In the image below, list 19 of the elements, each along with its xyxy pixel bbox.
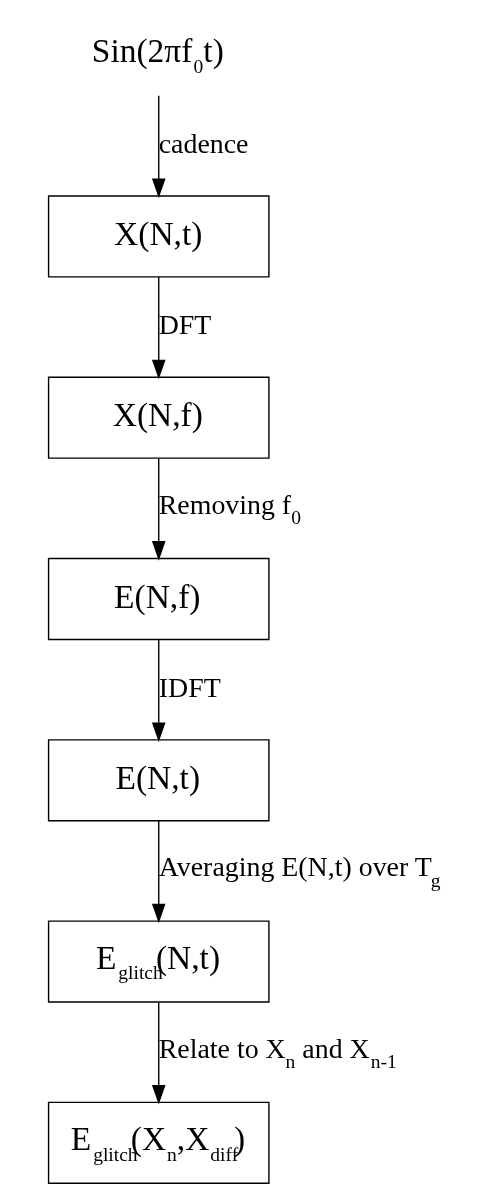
- arrow: [151, 457, 166, 561]
- arrow: [151, 1001, 166, 1105]
- node-box: X(N,f): [47, 376, 270, 459]
- node-box: E$_{glitch}$(N,t): [47, 920, 270, 1003]
- edge-label: Removing f$_{0}$: [158, 488, 301, 529]
- node-box: E(N,t): [47, 739, 270, 822]
- edge-label: Relate to X$_{n}$ and X$_{n-1}$: [158, 1032, 397, 1073]
- edge-label: cadence: [158, 127, 249, 159]
- arrow: [151, 95, 166, 199]
- node-box: X(N,t): [47, 195, 270, 278]
- edge-label: DFT: [158, 309, 212, 341]
- node-text: Sin(2πf$_{0}$t): [91, 32, 224, 77]
- edge-label: IDFT: [158, 671, 221, 703]
- edge-label: Averaging E(N,t) over T$_{g}$: [158, 851, 441, 891]
- arrow: [151, 638, 166, 742]
- arrow: [151, 276, 166, 380]
- node-box: E$_{glitch}$(X$_{n}$,X$_{diff}$): [47, 1101, 270, 1184]
- node-box: E(N,f): [47, 557, 270, 641]
- arrow: [151, 820, 166, 924]
